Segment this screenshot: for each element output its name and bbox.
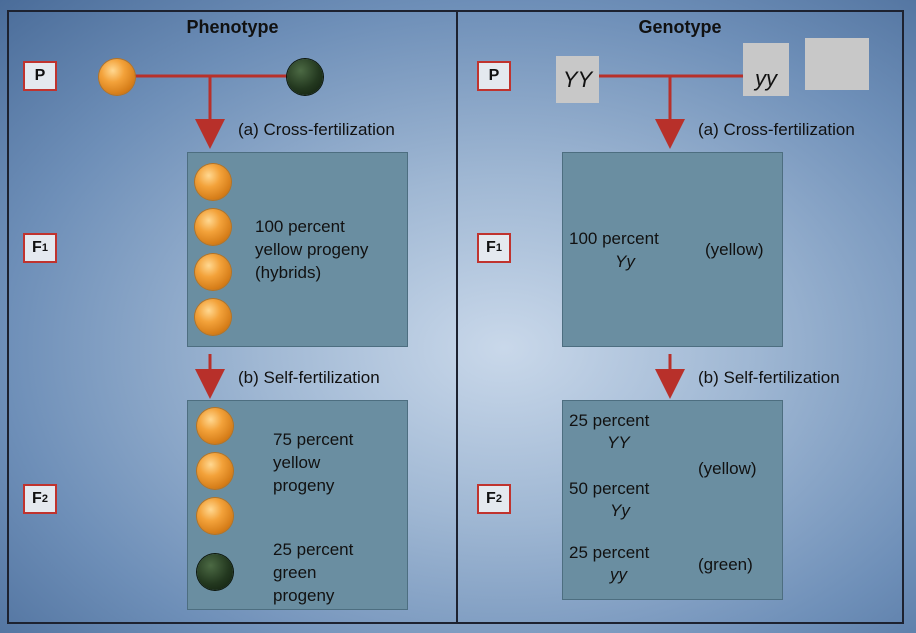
f2-yellow-pea-2 — [197, 453, 233, 489]
parent-genotype-yy-dominant: YY — [556, 56, 599, 103]
step-self-genotype: (b) Self-fertilization — [698, 368, 840, 387]
step-self-phenotype: (b) Self-fertilization — [238, 368, 380, 387]
genotype-f1-genotype: Yy — [615, 252, 635, 271]
f1-yellow-pea-2 — [195, 209, 231, 245]
generation-label-p-left: P — [23, 61, 57, 91]
step-cross-genotype: (a) Cross-fertilization — [698, 120, 855, 139]
step-cross-phenotype: (a) Cross-fertilization — [238, 120, 395, 139]
genotype-f2-row1-percent: 25 percent — [569, 411, 650, 430]
empty-gray-chip — [805, 38, 869, 90]
parent-genotype-yy-recessive: yy — [743, 43, 789, 96]
parent-yellow-pea — [99, 59, 135, 95]
genotype-f2-row3-percent: 25 percent — [569, 543, 650, 562]
f1-yellow-pea-4 — [195, 299, 231, 335]
f2-green-pea — [197, 554, 233, 590]
genotype-title: Genotype — [638, 17, 722, 37]
f1-yellow-pea-1 — [195, 164, 231, 200]
f2-yellow-pea-3 — [197, 498, 233, 534]
generation-label-p-right: P — [477, 61, 511, 91]
phenotype-f2-yellow-text: 75 percent yellow progeny — [273, 430, 354, 495]
genotype-f1-box — [562, 152, 783, 347]
genotype-f2-row1-genotype: YY — [607, 433, 630, 452]
genotype-panel: Genotype — [456, 10, 904, 624]
f1-yellow-pea-3 — [195, 254, 231, 290]
genotype-f2-yellow-color: (yellow) — [698, 459, 757, 478]
phenotype-f2-green-text: 25 percent green progeny — [273, 540, 354, 605]
genotype-f1-color: (yellow) — [705, 240, 764, 259]
genotype-f2-row2-genotype: Yy — [610, 501, 630, 520]
genotype-f2-row3-genotype: yy — [610, 565, 627, 584]
genotype-f1-percent: 100 percent — [569, 229, 659, 248]
genotype-f2-row2-percent: 50 percent — [569, 479, 650, 498]
parent-green-pea — [287, 59, 323, 95]
f2-yellow-pea-1 — [197, 408, 233, 444]
genotype-f2-box — [562, 400, 783, 600]
genotype-f2-green-color: (green) — [698, 555, 753, 574]
phenotype-f1-text: 100 percent yellow progeny (hybrids) — [255, 217, 369, 282]
phenotype-title: Phenotype — [186, 17, 279, 37]
